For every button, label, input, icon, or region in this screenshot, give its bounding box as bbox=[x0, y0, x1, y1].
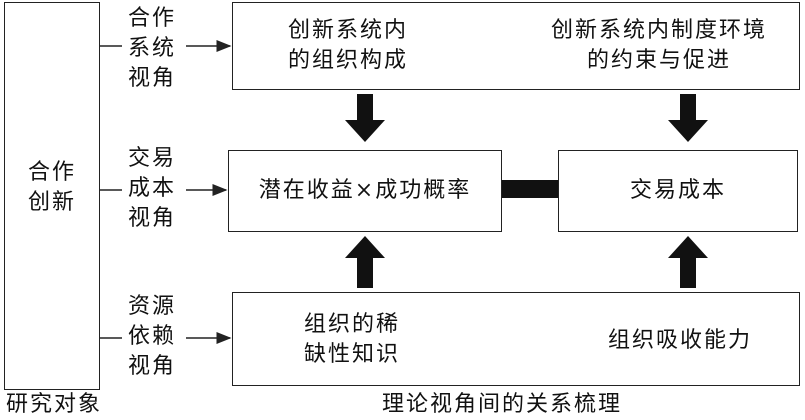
up-arrow-left bbox=[345, 236, 385, 288]
top-row-box bbox=[232, 2, 800, 90]
perspective-cooperative-system: 合作 系统 视角 bbox=[127, 6, 176, 91]
absorptive-capacity-text: 组织吸收能力 bbox=[607, 328, 752, 353]
perspective-resource-dependence: 资源 依赖 视角 bbox=[127, 294, 176, 379]
scarce-knowledge-text: 组织的稀 缺性知识 bbox=[303, 312, 400, 367]
potential-benefit-box bbox=[228, 150, 502, 232]
research-object-label: 合作 创新 bbox=[27, 160, 76, 215]
research-object-box bbox=[4, 2, 100, 390]
research-object-caption: 研究对象 bbox=[6, 392, 103, 417]
down-arrow-left bbox=[345, 94, 385, 142]
transaction-cost-text: 交易成本 bbox=[629, 178, 726, 203]
main-caption: 理论视角间的关系梳理 bbox=[382, 392, 623, 417]
middle-link-bar bbox=[502, 180, 558, 198]
transaction-cost-box bbox=[558, 150, 798, 232]
bottom-row-box bbox=[232, 292, 800, 386]
potential-benefit-text: 潜在收益×成功概率 bbox=[258, 178, 472, 203]
org-composition-text: 创新系统内 的组织构成 bbox=[287, 18, 408, 73]
up-arrow-right bbox=[668, 236, 708, 288]
down-arrow-right bbox=[668, 94, 708, 142]
perspective-transaction-cost: 交易 成本 视角 bbox=[127, 146, 176, 231]
institutional-env-text: 创新系统内制度环境 的约束与促进 bbox=[550, 18, 767, 73]
